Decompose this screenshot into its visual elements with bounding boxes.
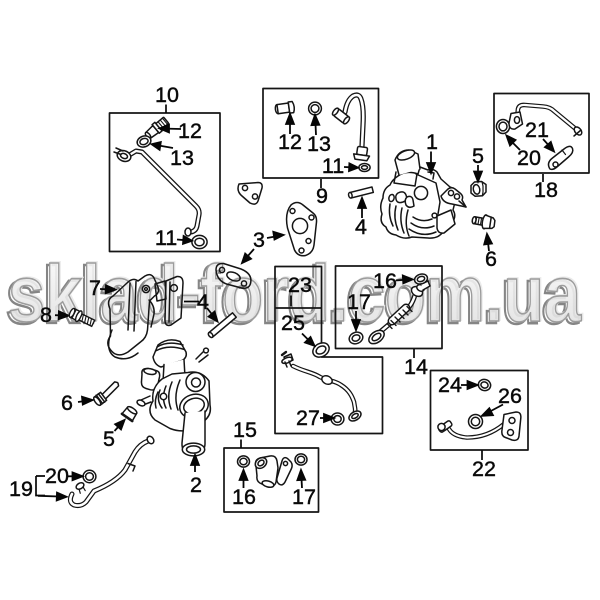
svg-text:12: 12	[178, 119, 202, 143]
svg-text:1: 1	[426, 130, 438, 154]
svg-text:12: 12	[278, 130, 302, 154]
svg-text:25: 25	[281, 311, 305, 335]
svg-text:24: 24	[438, 373, 462, 397]
svg-text:9: 9	[316, 184, 328, 208]
svg-text:8: 8	[40, 303, 52, 327]
svg-text:17: 17	[347, 290, 371, 314]
svg-text:5: 5	[472, 144, 484, 168]
svg-text:23: 23	[288, 273, 312, 297]
svg-text:13: 13	[170, 146, 194, 170]
svg-text:3: 3	[253, 228, 265, 252]
svg-text:15: 15	[233, 418, 257, 442]
svg-text:14: 14	[404, 355, 428, 379]
svg-text:sklad-ford.com.ua: sklad-ford.com.ua	[5, 251, 578, 340]
svg-text:11: 11	[155, 226, 177, 250]
svg-text:7: 7	[89, 276, 101, 300]
svg-text:2: 2	[190, 473, 202, 497]
svg-text:16: 16	[232, 485, 256, 509]
svg-text:6: 6	[61, 391, 73, 415]
svg-text:19: 19	[9, 477, 33, 501]
svg-text:21: 21	[525, 118, 549, 142]
svg-text:20: 20	[517, 146, 541, 170]
svg-text:6: 6	[485, 247, 497, 271]
svg-text:11: 11	[322, 154, 344, 178]
svg-text:20: 20	[45, 464, 69, 488]
svg-text:4: 4	[355, 215, 367, 239]
svg-text:4: 4	[197, 290, 209, 314]
svg-text:17: 17	[292, 485, 316, 509]
svg-text:27: 27	[296, 406, 320, 430]
svg-text:10: 10	[155, 83, 179, 107]
svg-text:18: 18	[534, 178, 558, 202]
svg-text:sklad-ford.com.ua: sklad-ford.com.ua	[9, 248, 582, 337]
svg-text:sklad-ford.com.ua: sklad-ford.com.ua	[8, 249, 581, 338]
svg-text:22: 22	[472, 457, 496, 481]
svg-text:13: 13	[307, 132, 331, 156]
svg-text:5: 5	[103, 427, 115, 451]
svg-text:16: 16	[373, 269, 397, 293]
